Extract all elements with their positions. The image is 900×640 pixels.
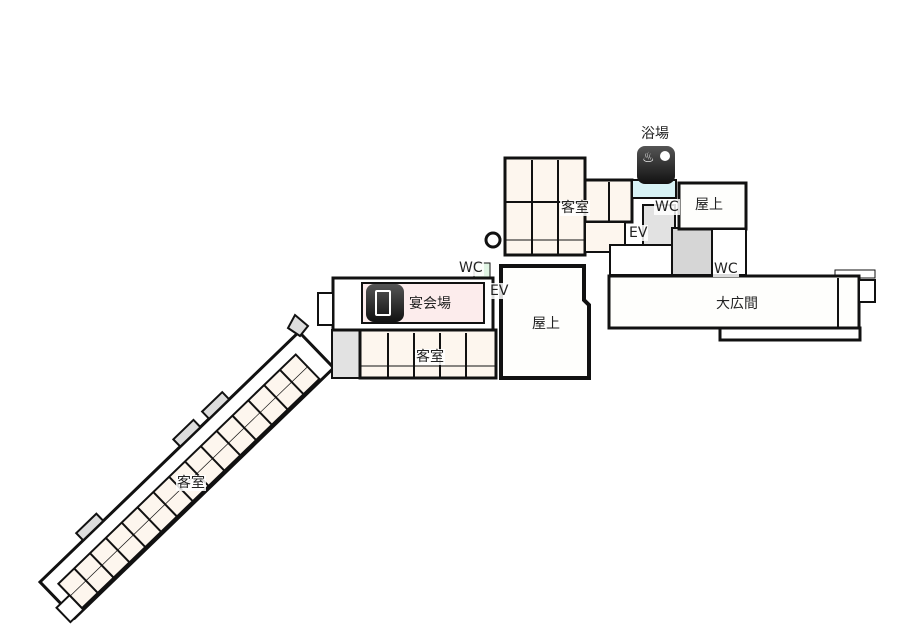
banquet-label: 宴会場 (409, 296, 451, 312)
wing-room-divider (152, 491, 178, 518)
wing-room-divider (215, 430, 241, 457)
guest-room-upper-label: 客室 (560, 200, 590, 216)
wing-room-divider (279, 369, 305, 395)
guest-room-middle-label: 客室 (415, 349, 445, 365)
wing-room-divider (73, 567, 99, 594)
wing-room-divider (247, 399, 273, 426)
great-hall-label: 大広間 (716, 296, 758, 312)
wing-room-divider (136, 506, 162, 533)
wing-room-divider (89, 552, 115, 579)
wing-room-divider (231, 414, 257, 441)
guest-room-wing (37, 329, 336, 624)
hot-spring-icon[interactable]: ♨ (637, 146, 675, 184)
wc-left-label: WC (458, 260, 484, 276)
wing-room-divider (105, 537, 131, 564)
guest-room-wing-label: 客室 (176, 475, 206, 491)
rooftop-right-label: 屋上 (695, 197, 723, 213)
wc-right-label: WC (713, 261, 739, 277)
ev-left-label: EV (489, 283, 510, 299)
wing-room-divider (200, 445, 226, 472)
wc-upper-label: WC (654, 199, 680, 215)
rooftop-center-label: 屋上 (532, 316, 560, 332)
bath-label: 浴場 (641, 126, 669, 142)
wing-room-divider (120, 521, 146, 548)
ev-upper-label: EV (628, 225, 649, 241)
wing-room-divider (263, 384, 289, 411)
beer-mug-icon[interactable] (366, 284, 404, 322)
